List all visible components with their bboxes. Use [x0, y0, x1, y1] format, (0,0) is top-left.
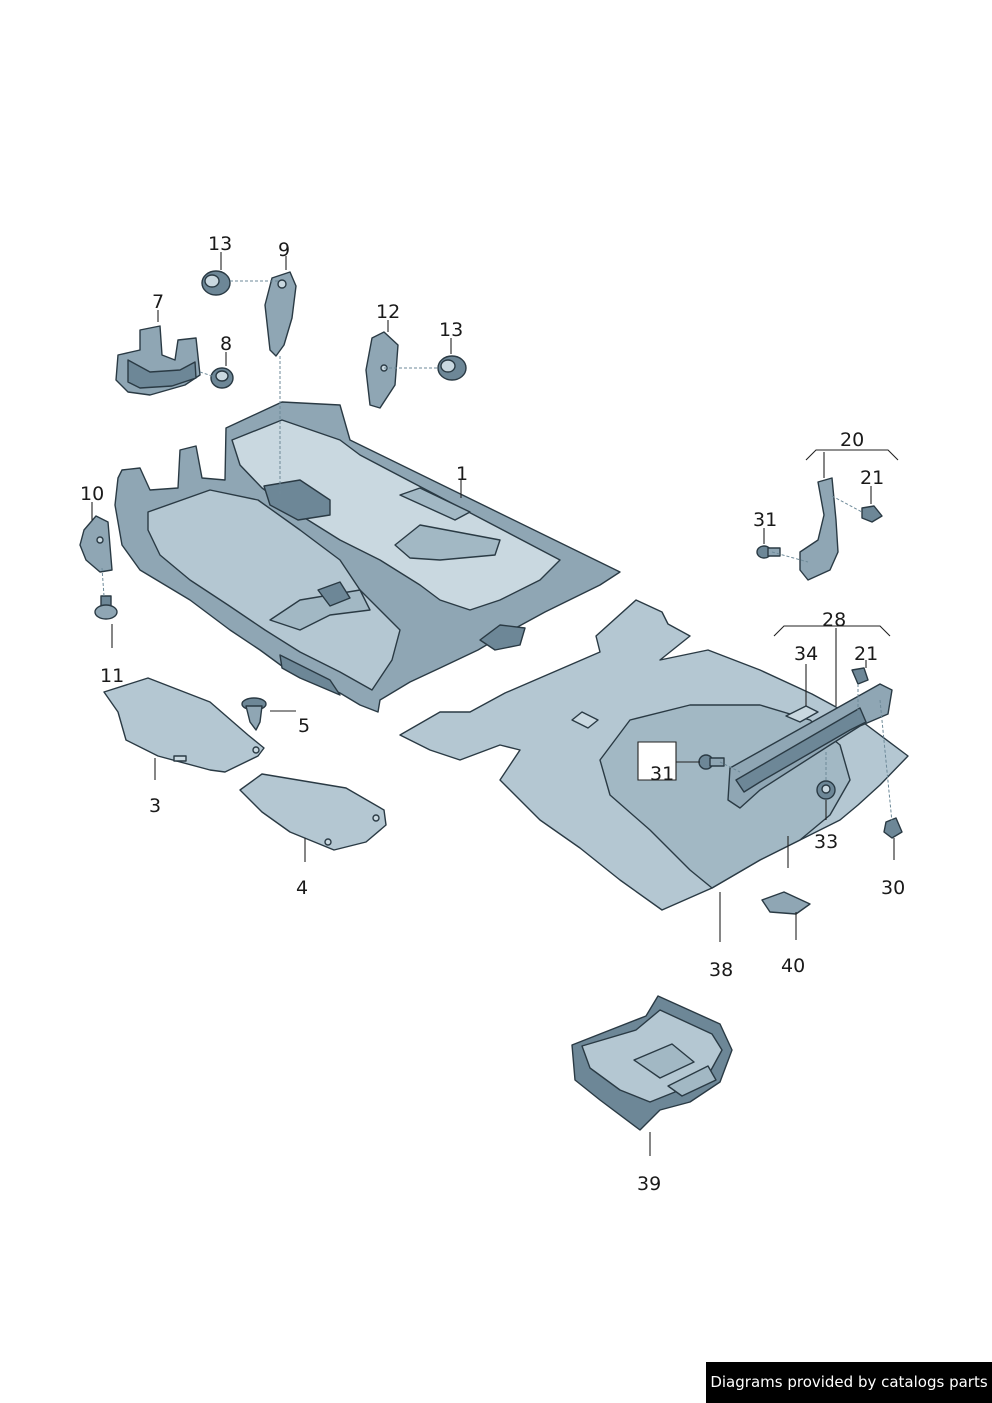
- callout-4: 4: [296, 877, 308, 899]
- floor-mat-part-4[interactable]: [239, 773, 387, 851]
- clip-part-30[interactable]: [883, 817, 903, 839]
- callout-39: 39: [637, 1173, 661, 1195]
- screw-part-11[interactable]: [94, 595, 118, 620]
- floor-mat-part-3[interactable]: [103, 677, 265, 773]
- nut-part-13-upper[interactable]: [201, 270, 231, 296]
- clip-part-21-upper[interactable]: [861, 505, 883, 523]
- callout-8: 8: [220, 333, 232, 355]
- callout-31-lower: 31: [650, 763, 674, 785]
- callout-38: 38: [709, 959, 733, 981]
- callout-13-upper: 13: [208, 233, 232, 255]
- callout-13-lower: 13: [439, 319, 463, 341]
- assembly-lines: [101, 280, 893, 823]
- callout-31-upper: 31: [753, 509, 777, 531]
- callout-11: 11: [100, 665, 124, 687]
- nut-part-13-lower[interactable]: [437, 355, 467, 381]
- callout-5: 5: [298, 715, 310, 737]
- callout-40: 40: [781, 955, 805, 977]
- clip-part-5[interactable]: [241, 697, 267, 731]
- cover-part-40[interactable]: [761, 891, 811, 915]
- callout-34: 34: [794, 643, 818, 665]
- callout-labels: 1 3 4 5 7 8 9 10 11 12 13 13 20 21 21 28…: [80, 233, 905, 1195]
- trim-part-10[interactable]: [79, 515, 113, 573]
- callout-33: 33: [814, 831, 838, 853]
- loading-sill-panel-part-28[interactable]: [727, 683, 893, 809]
- credit-banner: Diagrams provided by catalogs parts: [706, 1362, 992, 1403]
- trim-part-9[interactable]: [264, 271, 297, 357]
- callout-20: 20: [840, 429, 864, 451]
- leader-lines: [91, 252, 899, 1156]
- callout-1: 1: [456, 463, 468, 485]
- floor-carpet-part-1[interactable]: [114, 401, 621, 713]
- callout-10: 10: [80, 483, 104, 505]
- callout-21-lower: 21: [854, 643, 878, 665]
- trim-part-12[interactable]: [365, 331, 399, 409]
- screw-part-31-upper[interactable]: [756, 545, 781, 559]
- callout-9: 9: [278, 239, 290, 261]
- pad-part-34[interactable]: [785, 705, 819, 723]
- callout-30: 30: [881, 877, 905, 899]
- insulation-bracket-part-7[interactable]: [115, 325, 201, 396]
- nut-part-33[interactable]: [816, 780, 836, 800]
- storage-tray-part-39[interactable]: [571, 995, 733, 1131]
- callout-7: 7: [152, 291, 164, 313]
- screw-part-31-lower[interactable]: [698, 754, 725, 770]
- callout-12: 12: [376, 301, 400, 323]
- callout-28: 28: [822, 609, 846, 631]
- callout-3: 3: [149, 795, 161, 817]
- clip-part-8[interactable]: [210, 367, 234, 389]
- clip-part-21-lower[interactable]: [851, 667, 869, 685]
- trim-part-20[interactable]: [799, 477, 839, 581]
- callout-21-upper: 21: [860, 467, 884, 489]
